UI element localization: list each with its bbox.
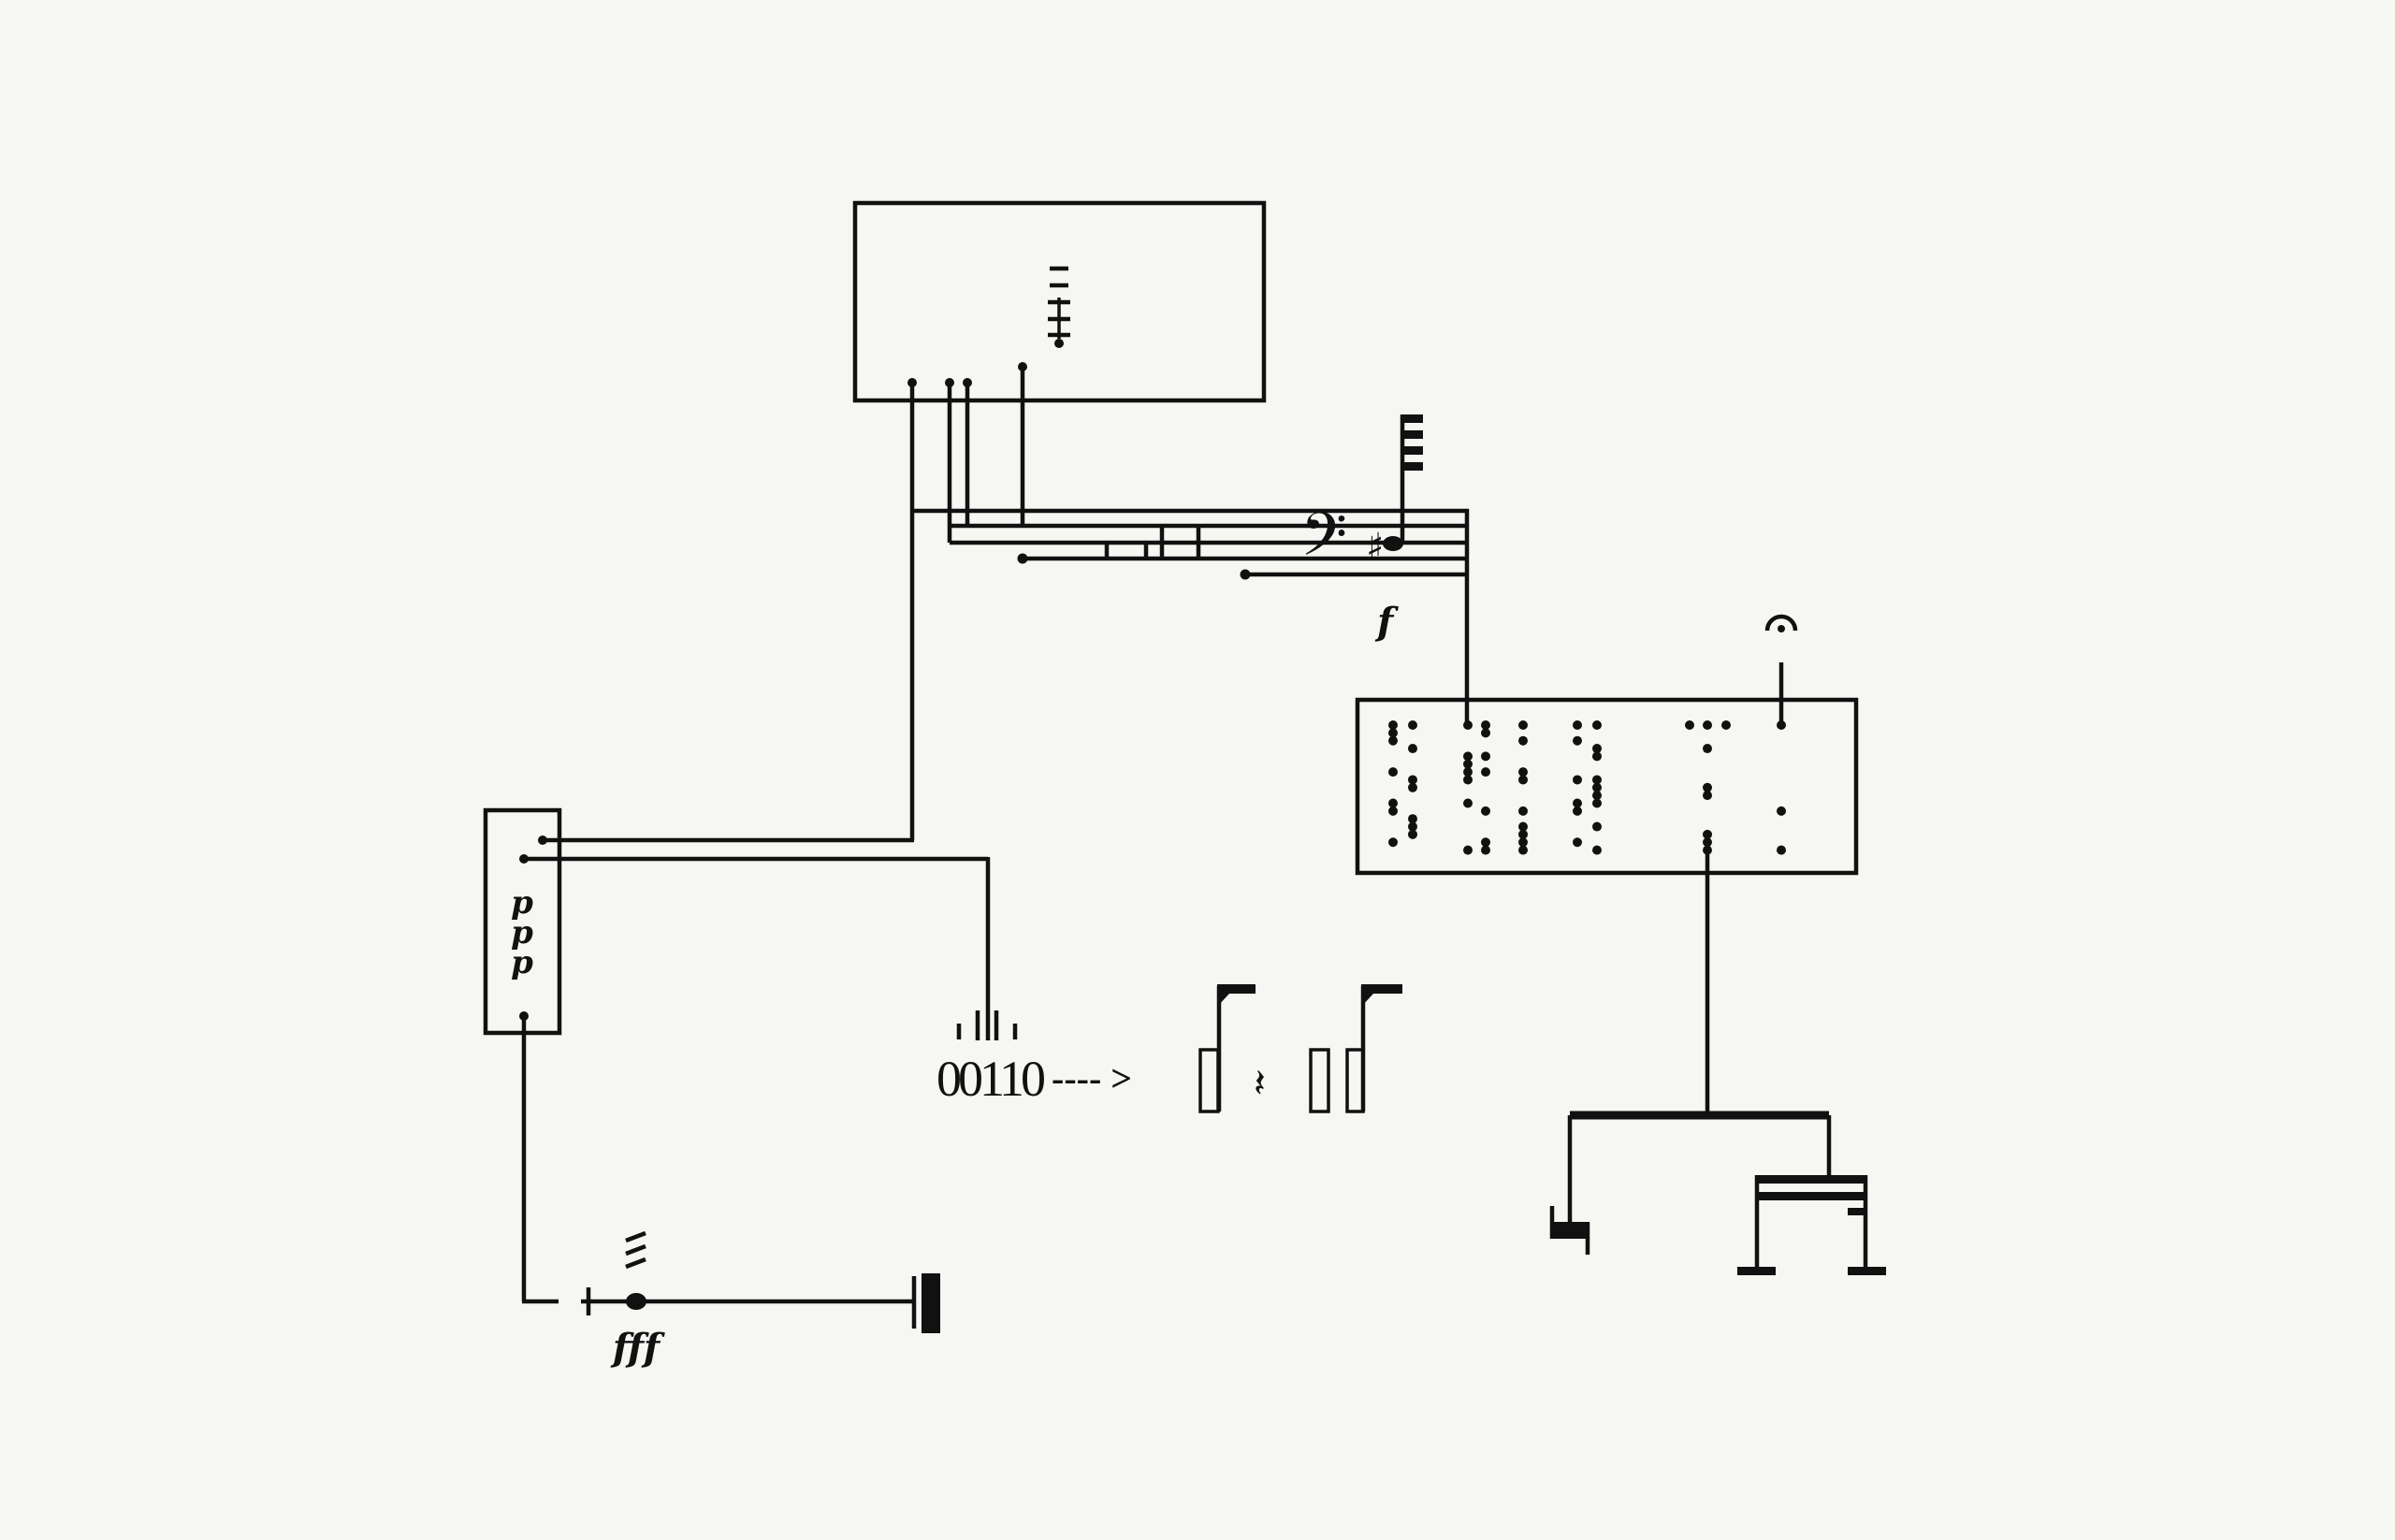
matrix-dot [1573, 720, 1582, 730]
sharp-icon: ♯ [1366, 526, 1384, 569]
dynamic-fff: fff [610, 1326, 665, 1370]
matrix-dot [1518, 821, 1528, 832]
binary-code: 00110 [936, 1051, 1044, 1107]
matrix-dot [1408, 814, 1417, 824]
matrix-dot [1592, 782, 1602, 792]
matrix-dot [1518, 837, 1528, 848]
matrix-dot [1408, 821, 1417, 832]
matrix-dot [1573, 775, 1582, 785]
note-beams-icon [1402, 414, 1423, 471]
matrix-dot [1685, 720, 1694, 730]
branch-structure [1549, 1111, 1886, 1275]
matrix-dot [1592, 720, 1602, 730]
fermata-icon [1764, 614, 1798, 632]
matrix-dot [1573, 837, 1582, 848]
matrix-dot [1408, 782, 1417, 792]
matrix-dot [1481, 767, 1490, 777]
code-ticks [956, 1010, 1018, 1040]
matrix-dot [1721, 720, 1731, 730]
matrix-dot [1481, 845, 1490, 855]
matrix-dot [1518, 735, 1528, 746]
matrix-dot [1518, 775, 1528, 785]
tremolo-icon [625, 1230, 646, 1270]
matrix-dot [1463, 798, 1473, 808]
matrix-dot [1408, 720, 1417, 730]
matrix-dot [1408, 829, 1417, 839]
matrix-dot [1703, 829, 1712, 839]
flag-icon [1217, 984, 1256, 1007]
matrix-dot [1573, 798, 1582, 808]
dynamic-p: p [511, 944, 533, 981]
matrix-dot [1408, 744, 1417, 754]
note-group: 𝄽 [1198, 984, 1402, 1113]
matrix-dot [1388, 767, 1398, 777]
matrix-dot [1592, 791, 1602, 801]
matrix-dot [1703, 744, 1712, 754]
matrix-dot [1703, 720, 1712, 730]
matrix-dot [1388, 798, 1398, 808]
note-head [1383, 536, 1403, 551]
matrix-dot [1518, 767, 1528, 777]
dot-matrix [1388, 720, 1786, 855]
matrix-dot [1592, 744, 1602, 754]
matrix-dot [1481, 837, 1490, 848]
bass-clef-icon: 𝄢 [1300, 501, 1347, 585]
matrix-dot [1592, 821, 1602, 832]
ppp-connectors [519, 835, 991, 1304]
staff-lines [912, 508, 1470, 725]
matrix-dot [1481, 751, 1490, 762]
dynamic-p: p [511, 914, 533, 952]
dot-box [1355, 697, 1859, 876]
matrix-dot [1777, 845, 1786, 855]
matrix-dot [1463, 767, 1473, 777]
matrix-dot [1463, 845, 1473, 855]
matrix-dot [1481, 806, 1490, 816]
end-bar-icon [922, 1273, 940, 1333]
ledger-marks [1048, 266, 1070, 348]
matrix-dot [1703, 782, 1712, 792]
matrix-dot [1592, 845, 1602, 855]
matrix-dot [1408, 775, 1417, 785]
flag-icon [1361, 984, 1402, 1007]
matrix-dot [1703, 791, 1712, 801]
matrix-dot [1463, 720, 1473, 730]
matrix-dot [1592, 775, 1602, 785]
matrix-dot [1388, 720, 1398, 730]
matrix-dot [1481, 720, 1490, 730]
matrix-dot [1777, 806, 1786, 816]
matrix-dot [1573, 806, 1582, 816]
fff-line [581, 1230, 940, 1333]
matrix-dot [1388, 728, 1398, 738]
matrix-dot [1592, 751, 1602, 762]
matrix-dot [1388, 837, 1398, 848]
dynamic-f: f [1374, 600, 1399, 644]
matrix-dot [1518, 806, 1528, 816]
matrix-dot [1481, 728, 1490, 738]
dynamic-p: p [511, 884, 533, 922]
matrix-dot [1518, 720, 1528, 730]
matrix-dot [1573, 735, 1582, 746]
matrix-dot [1463, 759, 1473, 769]
matrix-dot [1592, 798, 1602, 808]
connector-pins [907, 362, 1027, 840]
dashed-arrow: ---- > [1052, 1057, 1132, 1099]
matrix-dot [1388, 806, 1398, 816]
rest-icon: 𝄽 [1254, 1060, 1266, 1106]
staff-brackets [1104, 528, 1201, 559]
matrix-dot [1518, 845, 1528, 855]
matrix-dot [1463, 775, 1473, 785]
top-box [852, 200, 1267, 403]
matrix-dot [1518, 829, 1528, 839]
matrix-dot [1388, 735, 1398, 746]
matrix-dot [1463, 751, 1473, 762]
